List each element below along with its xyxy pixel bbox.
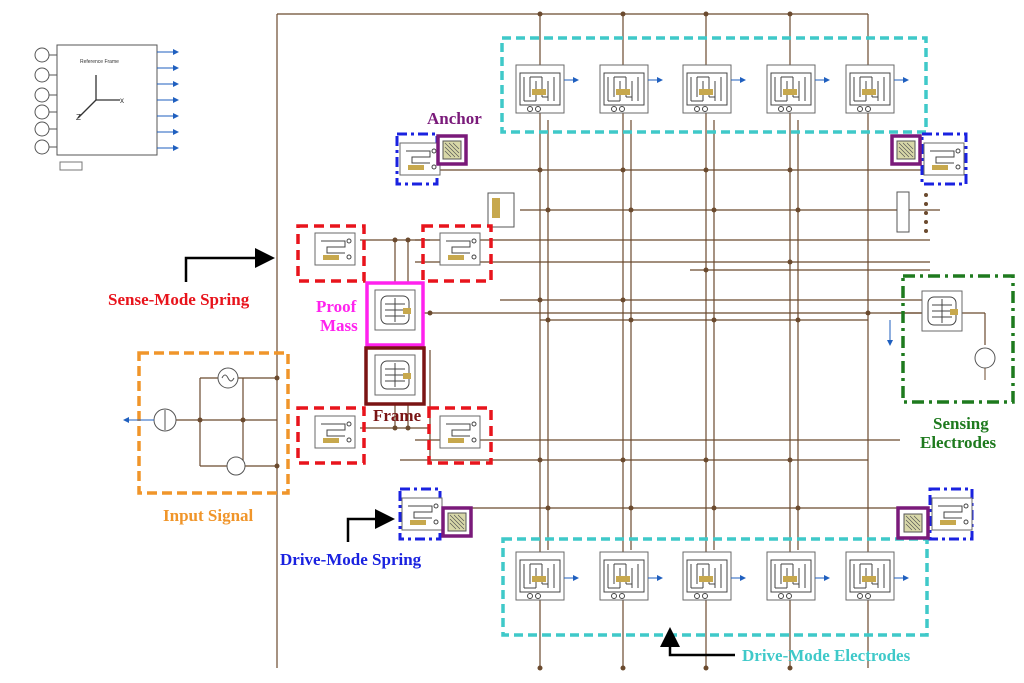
- label-proof-mass-line1: Proof: [316, 297, 357, 316]
- output-terminals: [896, 191, 928, 233]
- svg-text:x: x: [120, 96, 124, 105]
- label-anchor: Anchor: [427, 109, 482, 128]
- top-drive-electrodes: [500, 36, 928, 134]
- drive-mode-springs: [395, 132, 974, 541]
- label-sensing-line2: Electrodes: [920, 433, 997, 452]
- pointer-arrows: [184, 248, 735, 657]
- proof-mass-block: [365, 281, 425, 347]
- reference-frame-block: Reference Frame x Z: [34, 44, 179, 171]
- sense-mode-springs: [296, 224, 493, 465]
- small-component: [487, 192, 515, 228]
- svg-text:Z: Z: [76, 113, 81, 122]
- input-signal-block: [123, 351, 290, 495]
- label-input-signal: Input Signal: [163, 506, 254, 525]
- anchors: [436, 134, 930, 540]
- label-sensing-line1: Sensing: [933, 414, 989, 433]
- label-sense-mode-spring: Sense-Mode Spring: [108, 290, 250, 309]
- bottom-drive-electrodes: [501, 537, 929, 637]
- label-frame: Frame: [373, 406, 422, 425]
- label-drive-mode-spring: Drive-Mode Spring: [280, 550, 422, 569]
- label-proof-mass-line2: Mass: [320, 316, 358, 335]
- reference-frame-title: Reference Frame: [80, 59, 119, 65]
- junction-dots: [197, 11, 871, 671]
- sensing-electrodes-block: [887, 274, 1015, 404]
- label-drive-mode-electrodes: Drive-Mode Electrodes: [742, 646, 911, 665]
- frame-block: [364, 346, 426, 406]
